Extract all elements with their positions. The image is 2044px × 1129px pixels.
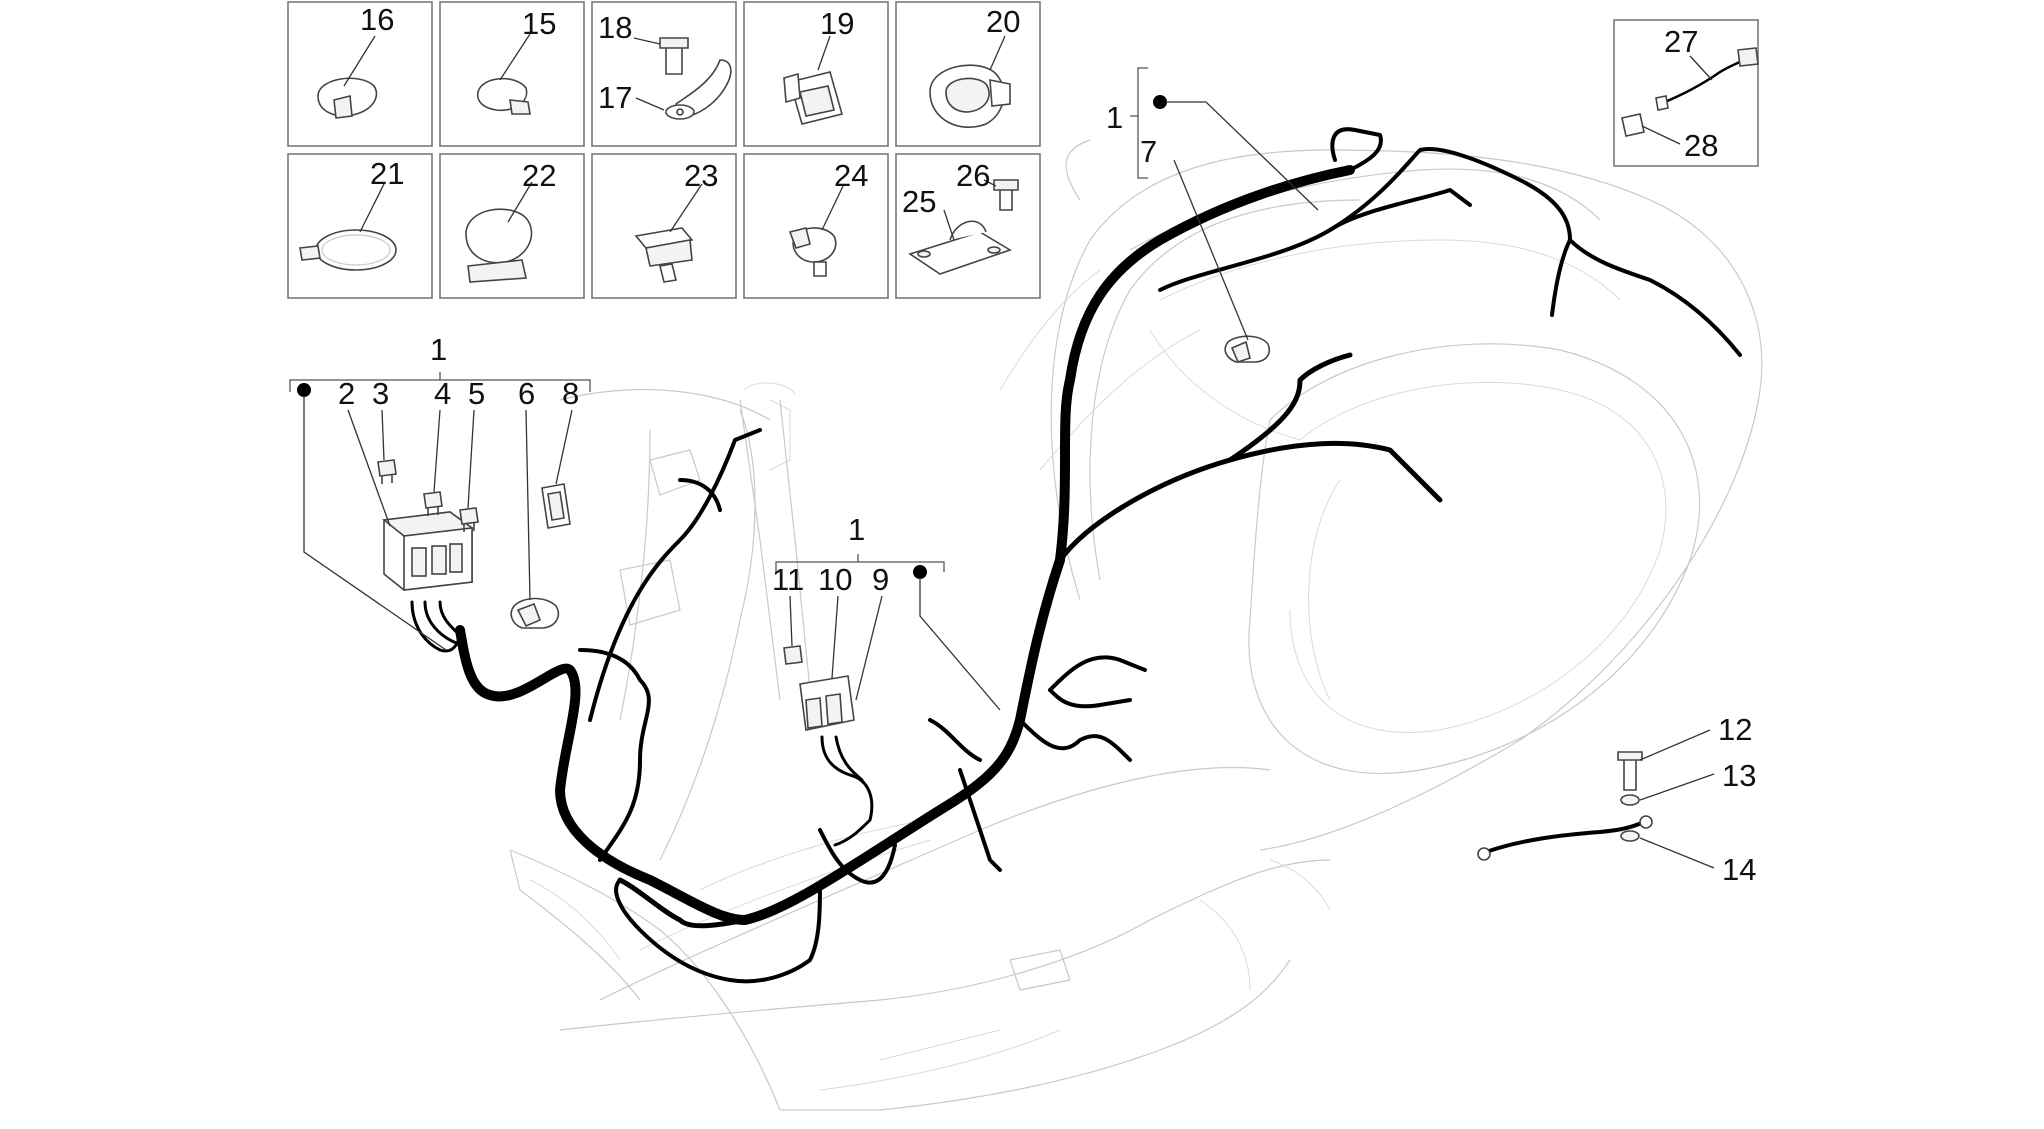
ground-cable-icon bbox=[1477, 751, 1653, 861]
callout-label: 19 bbox=[820, 6, 854, 41]
group-label: 3 bbox=[372, 376, 389, 411]
callout-label: 13 bbox=[1722, 758, 1756, 793]
callout-box-23: 23 bbox=[591, 153, 737, 299]
group-label: 11 bbox=[772, 562, 804, 597]
group-label: 8 bbox=[562, 376, 579, 411]
group-label: 7 bbox=[1140, 134, 1157, 169]
callout-box-20: 20 bbox=[895, 1, 1041, 147]
callout-label: 12 bbox=[1718, 712, 1752, 747]
group-label: 6 bbox=[518, 376, 535, 411]
fuse-icon bbox=[459, 507, 479, 532]
callout-box-17-18: 18 17 bbox=[591, 1, 737, 147]
callout-box-19: 19 bbox=[743, 1, 889, 147]
group-label: 2 bbox=[338, 376, 355, 411]
callout-label: 18 bbox=[598, 10, 632, 45]
fuse-box-icon bbox=[799, 675, 855, 731]
callout-label: 24 bbox=[834, 158, 868, 193]
group-label: 1 bbox=[1106, 100, 1123, 135]
callout-label: 22 bbox=[522, 158, 556, 193]
callout-label: 21 bbox=[370, 156, 404, 191]
callout-label: 25 bbox=[902, 184, 936, 219]
callout-box-16: 16 bbox=[287, 1, 433, 147]
callout-label: 20 bbox=[986, 4, 1020, 39]
cable-clip-icon bbox=[1224, 335, 1270, 363]
callout-label: 14 bbox=[1722, 852, 1756, 887]
callout-box-24: 24 bbox=[743, 153, 889, 299]
group-mid: 1 11 10 9 bbox=[772, 512, 1001, 711]
callout-label: 16 bbox=[360, 2, 394, 37]
group-label: 1 bbox=[848, 512, 865, 547]
callout-box-22: 22 bbox=[439, 153, 585, 299]
callout-box-27-28: 27 28 bbox=[1613, 19, 1759, 167]
wiring-harness-icon bbox=[410, 127, 1742, 984]
group-label: 5 bbox=[468, 376, 485, 411]
group-label: 4 bbox=[434, 376, 451, 411]
callout-box-25-26: 26 25 bbox=[895, 153, 1041, 299]
fuse-icon bbox=[783, 645, 803, 665]
group-label: 9 bbox=[872, 562, 889, 597]
callout-label: 15 bbox=[522, 6, 556, 41]
fuse-box-icon bbox=[382, 511, 475, 591]
callout-label: 27 bbox=[1664, 24, 1698, 59]
callout-box-15: 15 bbox=[439, 1, 585, 147]
group-left: 1 2 3 4 5 6 8 bbox=[289, 332, 591, 651]
cable-clip-icon bbox=[541, 483, 571, 529]
group-label: 10 bbox=[818, 562, 852, 597]
callout-label: 23 bbox=[684, 158, 718, 193]
cable-clip-icon bbox=[510, 597, 560, 629]
group-ground: 12 13 14 bbox=[1639, 712, 1756, 887]
group-top: 1 7 bbox=[1106, 67, 1319, 341]
callout-box-21: 21 bbox=[287, 153, 433, 299]
group-label: 1 bbox=[430, 332, 447, 367]
callout-label: 28 bbox=[1684, 128, 1718, 163]
callout-label: 17 bbox=[598, 80, 632, 115]
callout-label: 26 bbox=[956, 158, 990, 193]
fuse-icon bbox=[423, 491, 443, 516]
fuse-icon bbox=[377, 459, 397, 484]
